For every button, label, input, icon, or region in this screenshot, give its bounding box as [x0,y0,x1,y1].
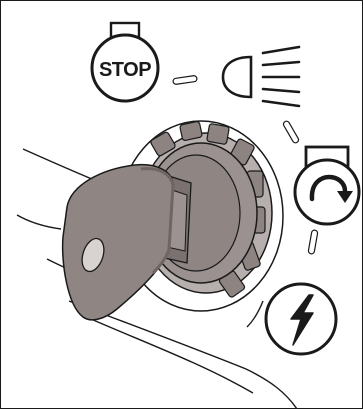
headlight-icon [223,47,299,106]
engine-run-icon [295,147,359,224]
stop-icon: STOP [92,23,158,101]
stop-label: STOP [99,59,151,81]
start-bolt-icon [266,284,336,354]
